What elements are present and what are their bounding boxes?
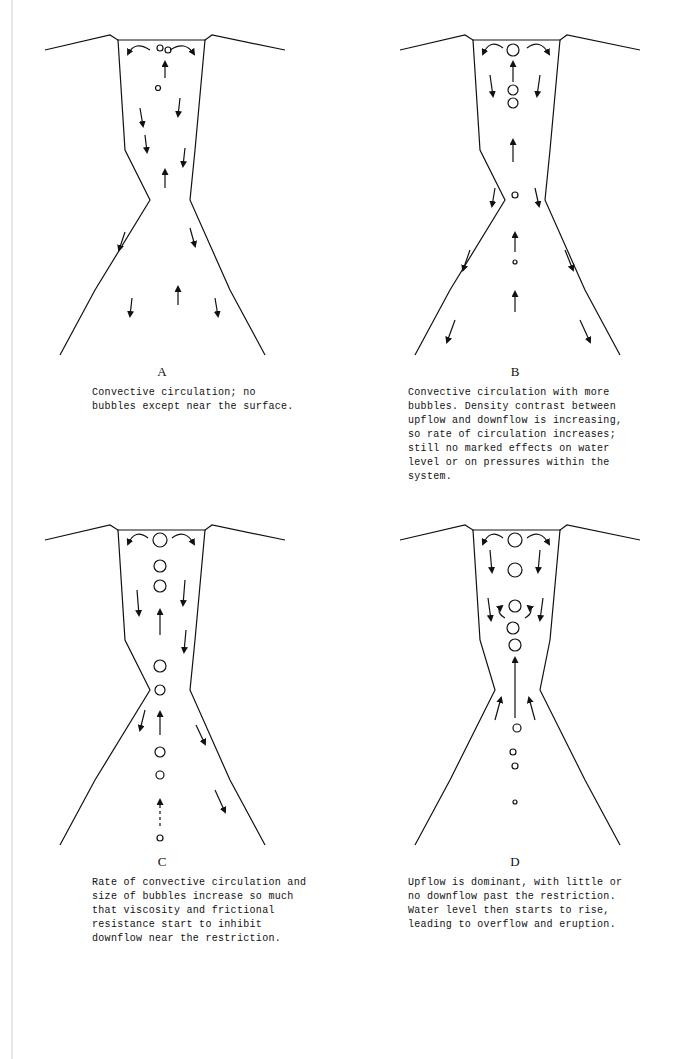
- panel-caption: Rate of convective circulation and size …: [92, 876, 307, 946]
- panel-letter: C: [142, 854, 182, 870]
- panel-letter: A: [142, 364, 182, 380]
- panel-letter: D: [495, 854, 535, 870]
- panel-caption: Convective circulation; no bubbles excep…: [92, 386, 302, 414]
- panel-caption: Convective circulation with more bubbles…: [408, 386, 628, 484]
- panel-caption: Upflow is dominant, with little or no do…: [408, 876, 628, 932]
- panel-letter: B: [495, 364, 535, 380]
